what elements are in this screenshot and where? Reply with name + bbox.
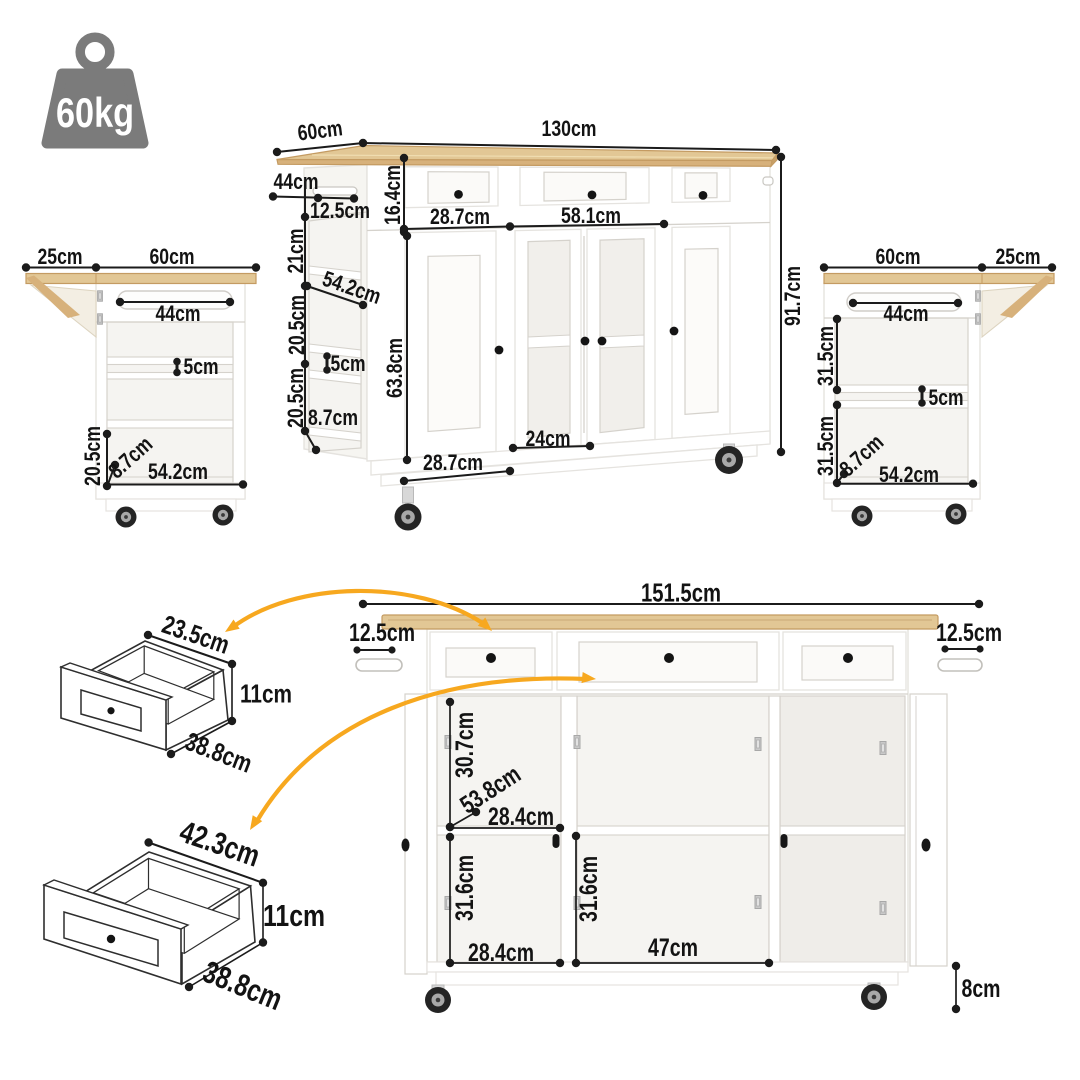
svg-text:28.4cm: 28.4cm xyxy=(468,939,534,967)
svg-text:16.4cm: 16.4cm xyxy=(380,165,405,225)
svg-text:60kg: 60kg xyxy=(56,89,134,136)
svg-text:28.7cm: 28.7cm xyxy=(423,450,483,475)
svg-text:130cm: 130cm xyxy=(542,116,597,141)
svg-text:31.5cm: 31.5cm xyxy=(813,416,838,476)
svg-text:25cm: 25cm xyxy=(38,244,83,269)
svg-text:54.2cm: 54.2cm xyxy=(879,462,939,487)
svg-text:5cm: 5cm xyxy=(929,385,964,410)
svg-text:44cm: 44cm xyxy=(884,301,929,326)
svg-text:20.5cm: 20.5cm xyxy=(80,426,105,486)
svg-text:151.5cm: 151.5cm xyxy=(641,577,721,607)
svg-text:5cm: 5cm xyxy=(331,351,366,376)
svg-text:11cm: 11cm xyxy=(263,898,325,933)
svg-text:20.5cm: 20.5cm xyxy=(283,368,308,428)
svg-text:30.7cm: 30.7cm xyxy=(451,712,479,778)
svg-text:58.1cm: 58.1cm xyxy=(561,203,621,228)
svg-text:8cm: 8cm xyxy=(962,975,1001,1003)
svg-text:44cm: 44cm xyxy=(156,301,201,326)
svg-text:44cm: 44cm xyxy=(274,169,319,194)
svg-text:20.5cm: 20.5cm xyxy=(284,295,309,355)
svg-text:60cm: 60cm xyxy=(150,244,195,269)
svg-text:60cm: 60cm xyxy=(876,244,921,269)
svg-text:25cm: 25cm xyxy=(996,244,1041,269)
svg-text:31.5cm: 31.5cm xyxy=(813,326,838,386)
svg-text:12.5cm: 12.5cm xyxy=(936,619,1002,647)
svg-text:47cm: 47cm xyxy=(648,934,698,962)
svg-text:5cm: 5cm xyxy=(184,354,219,379)
svg-text:8.7cm: 8.7cm xyxy=(308,405,358,430)
svg-text:60cm: 60cm xyxy=(296,115,344,145)
svg-text:11cm: 11cm xyxy=(240,678,292,708)
svg-text:24cm: 24cm xyxy=(526,426,571,451)
svg-text:28.7cm: 28.7cm xyxy=(430,204,490,229)
svg-text:63.8cm: 63.8cm xyxy=(382,338,407,398)
svg-text:54.2cm: 54.2cm xyxy=(148,459,208,484)
svg-text:31.6cm: 31.6cm xyxy=(451,855,479,921)
svg-text:91.7cm: 91.7cm xyxy=(780,266,805,326)
svg-text:21cm: 21cm xyxy=(283,229,308,274)
svg-text:31.6cm: 31.6cm xyxy=(575,856,603,922)
svg-text:12.5cm: 12.5cm xyxy=(349,619,415,647)
svg-text:12.5cm: 12.5cm xyxy=(310,198,370,223)
svg-text:28.4cm: 28.4cm xyxy=(488,803,554,831)
